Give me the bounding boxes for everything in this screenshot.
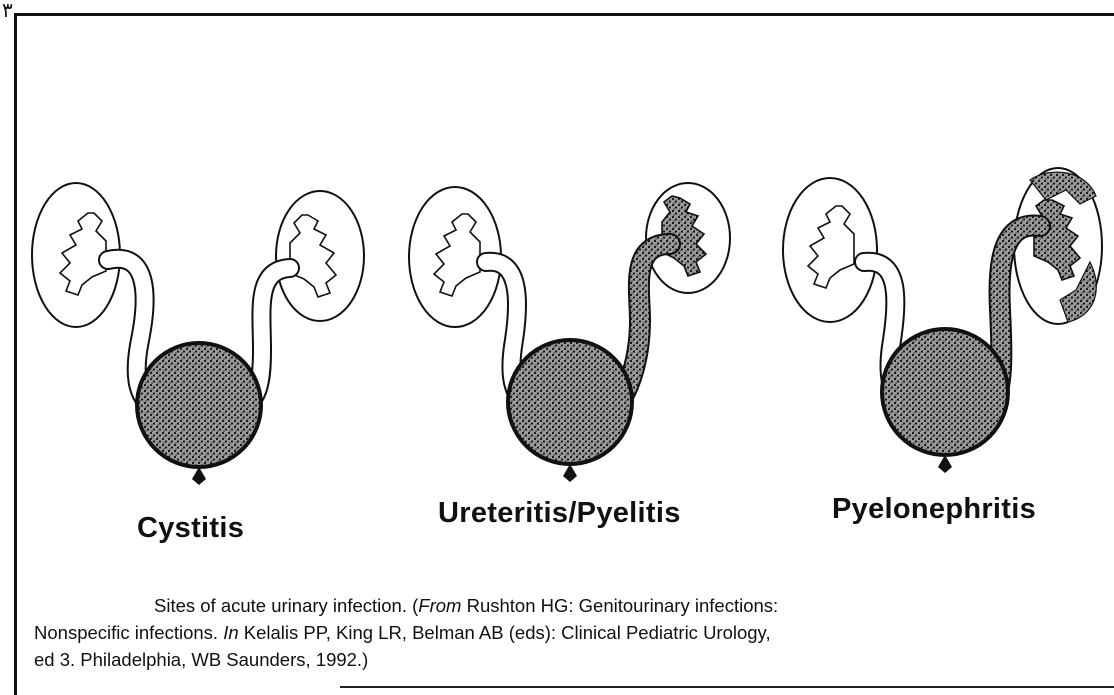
bladder-inflamed xyxy=(508,340,632,464)
bladder-inflamed xyxy=(882,329,1008,455)
caption-line-1: Sites of acute urinary infection. (From … xyxy=(34,592,1064,619)
caption-line-2: Nonspecific infections. In Kelalis PP, K… xyxy=(34,619,1064,646)
ureteritis-pyelitis-diagram xyxy=(409,183,730,482)
figure-caption: Sites of acute urinary infection. (From … xyxy=(34,592,1064,673)
pyelonephritis-diagram xyxy=(783,168,1102,473)
cystitis-diagram xyxy=(32,183,364,485)
caption-line-3: ed 3. Philadelphia, WB Saunders, 1992.) xyxy=(34,646,1064,673)
bladder-inflamed xyxy=(137,343,261,467)
label-pyelonephritis: Pyelonephritis xyxy=(832,493,1036,526)
label-ureteritis-pyelitis: Ureteritis/Pyelitis xyxy=(438,497,681,530)
label-cystitis: Cystitis xyxy=(137,512,244,545)
